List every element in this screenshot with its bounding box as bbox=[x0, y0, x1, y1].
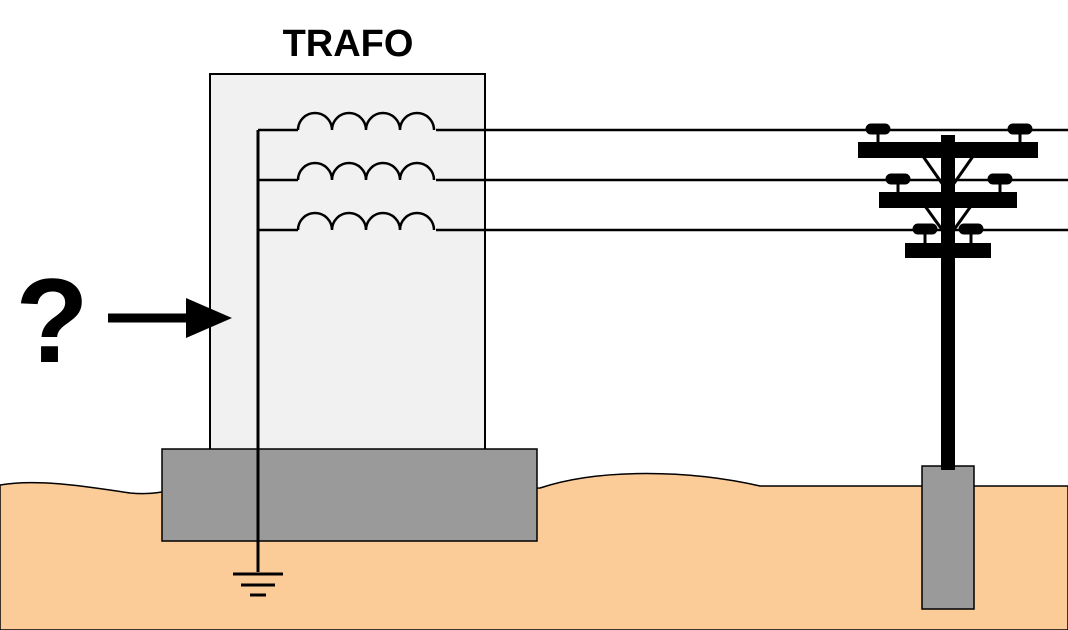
coil-icon bbox=[296, 211, 436, 231]
insulator-icon bbox=[865, 123, 891, 142]
question-mark: ? bbox=[15, 254, 88, 388]
insulator-icon bbox=[1007, 123, 1033, 142]
insulator-icon bbox=[958, 223, 984, 243]
ground-symbol-icon bbox=[233, 572, 283, 597]
winding-phase-1 bbox=[258, 111, 436, 132]
pole-base bbox=[921, 465, 975, 610]
transformer-windings bbox=[258, 111, 436, 232]
crossarm-top bbox=[858, 142, 1038, 158]
utility-pole bbox=[858, 123, 1038, 610]
pole-shaft bbox=[941, 135, 955, 470]
pole-braces bbox=[918, 151, 978, 239]
crossarm-bottom bbox=[905, 243, 991, 258]
arrow-right-icon bbox=[108, 298, 232, 338]
coil-icon bbox=[296, 161, 436, 181]
winding-phase-3 bbox=[258, 211, 436, 232]
transformer-title: TRAFO bbox=[283, 23, 414, 65]
insulator-icon bbox=[987, 173, 1013, 192]
insulator-icon bbox=[912, 223, 938, 243]
crossarm-middle bbox=[879, 192, 1017, 208]
transformer-housing bbox=[209, 73, 486, 453]
insulators bbox=[865, 123, 1033, 243]
coil-icon bbox=[296, 111, 436, 131]
insulator-icon bbox=[885, 173, 911, 192]
winding-phase-2 bbox=[258, 161, 436, 182]
transformer-foundation bbox=[161, 448, 538, 542]
